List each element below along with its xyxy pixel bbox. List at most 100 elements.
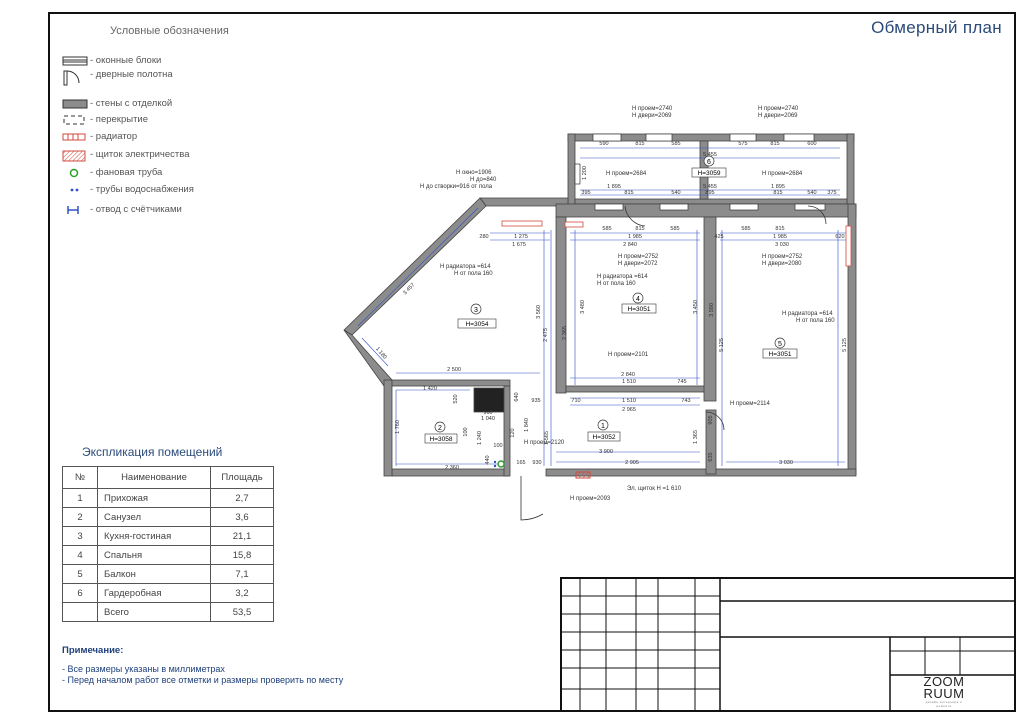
room-number	[62, 602, 98, 622]
pipes	[493, 460, 505, 468]
svg-text:Н проем=2752: Н проем=2752	[762, 254, 803, 260]
svg-text:575: 575	[738, 141, 747, 147]
room-number: 1	[62, 488, 98, 508]
svg-text:1 565: 1 565	[544, 431, 550, 445]
room-name: Кухня-гостиная	[97, 526, 211, 546]
svg-text:H=3058: H=3058	[430, 436, 453, 443]
svg-text:3: 3	[474, 307, 478, 314]
room-area: 3,2	[210, 583, 274, 603]
svg-text:585: 585	[602, 226, 611, 232]
table-header-row: № Наименование Площадь	[62, 466, 274, 489]
svg-text:Н радиатора =614: Н радиатора =614	[782, 311, 833, 317]
svg-text:3 560: 3 560	[536, 305, 542, 319]
svg-text:Н двери=2069: Н двери=2069	[632, 113, 672, 119]
svg-text:815: 815	[773, 190, 782, 196]
svg-text:2 840: 2 840	[621, 372, 635, 378]
svg-text:2 475: 2 475	[543, 328, 549, 342]
svg-text:Н двери=2080: Н двери=2080	[762, 261, 802, 267]
legend-label: - трубы водоснабжения	[90, 184, 194, 195]
svg-text:1 840: 1 840	[524, 418, 530, 432]
note-title: Примечание:	[62, 645, 124, 656]
svg-text:120: 120	[510, 428, 516, 437]
radiator-icon	[62, 132, 86, 141]
svg-text:1 760: 1 760	[395, 420, 401, 434]
logo-line2: RUUM	[923, 686, 965, 701]
svg-text:960: 960	[483, 410, 492, 416]
logo-line1: ZOOM	[923, 674, 965, 689]
legend-label: - перекрытие	[90, 114, 149, 125]
svg-text:Н радиатора =614: Н радиатора =614	[597, 274, 648, 280]
wall-icon	[62, 99, 88, 109]
radiators	[501, 220, 852, 267]
plan-title: Обмерный план	[871, 18, 1002, 37]
svg-text:H=3051: H=3051	[769, 351, 792, 358]
svg-text:Н окно=1906: Н окно=1906	[456, 170, 492, 176]
room-marker: 1 H=3052	[587, 419, 621, 442]
svg-text:280: 280	[479, 234, 488, 240]
note-line: - Перед началом работ все отметки и разм…	[62, 675, 344, 685]
room-area: 21,1	[210, 526, 274, 546]
svg-text:585: 585	[741, 226, 750, 232]
svg-text:815: 815	[770, 141, 779, 147]
svg-text:Н от пола 160: Н от пола 160	[796, 318, 835, 324]
legend-item-electric-panel: - щиток электричества	[62, 149, 190, 162]
svg-text:440: 440	[485, 455, 491, 464]
room-name: Спальня	[97, 545, 211, 565]
room-number: 3	[62, 526, 98, 546]
room-name: Прихожая	[97, 488, 211, 508]
svg-text:H=3051: H=3051	[628, 306, 651, 313]
legend-label: - фановая труба	[90, 167, 163, 178]
water-pipe-icon	[62, 185, 84, 194]
windows	[574, 133, 826, 211]
legend-item-ceiling: - перекрытие	[62, 114, 148, 125]
svg-text:2 500: 2 500	[447, 367, 461, 373]
svg-text:165: 165	[516, 460, 525, 466]
legend-label: - дверные полотна	[90, 69, 173, 80]
svg-text:Н проем=2740: Н проем=2740	[758, 106, 799, 112]
svg-text:Н проем=2740: Н проем=2740	[632, 106, 673, 112]
svg-text:Н проем=2093: Н проем=2093	[570, 496, 611, 502]
svg-text:1 895: 1 895	[607, 184, 621, 190]
room-number: 5	[62, 564, 98, 584]
svg-text:Н двери=2069: Н двери=2069	[758, 113, 798, 119]
doors	[520, 205, 827, 521]
svg-text:3 900: 3 900	[599, 449, 613, 455]
svg-text:H=3059: H=3059	[698, 170, 721, 177]
room-area: 2,7	[210, 488, 274, 508]
svg-text:Н от пола 160: Н от пола 160	[597, 281, 636, 287]
legend-label: - стены с отделкой	[90, 98, 173, 109]
svg-text:4: 4	[636, 296, 640, 303]
svg-text:100: 100	[463, 427, 469, 436]
svg-text:5: 5	[778, 341, 782, 348]
svg-text:3 030: 3 030	[779, 460, 793, 466]
room-marker: 3 H=3054	[457, 303, 497, 329]
svg-text:635: 635	[708, 452, 714, 461]
svg-text:Н проем=2114: Н проем=2114	[730, 401, 770, 407]
svg-text:600: 600	[807, 141, 816, 147]
room-marker: 4 H=3051	[621, 292, 657, 314]
svg-text:5 125: 5 125	[842, 338, 848, 352]
svg-text:520: 520	[453, 394, 459, 403]
svg-text:1 675: 1 675	[512, 242, 526, 248]
room-marker: 2 H=3058	[424, 421, 458, 444]
svg-text:H=3054: H=3054	[466, 321, 489, 328]
room-number: 4	[62, 545, 98, 565]
svg-text:640: 640	[514, 392, 520, 401]
svg-text:3 030: 3 030	[775, 242, 789, 248]
explication-title: Экспликация помещений	[82, 445, 223, 459]
legend-item-wall: - стены с отделкой	[62, 98, 172, 109]
column-header: Наименование	[97, 466, 211, 489]
svg-text:Н проем=2684: Н проем=2684	[762, 171, 803, 177]
legend-label: - щиток электричества	[90, 149, 190, 160]
svg-text:5 455: 5 455	[703, 152, 717, 158]
svg-text:1 040: 1 040	[481, 416, 495, 422]
table-row: 3 Кухня-гостиная 21,1	[62, 526, 274, 546]
svg-text:3 450: 3 450	[693, 300, 699, 314]
svg-text:425: 425	[714, 234, 723, 240]
svg-text:895: 895	[705, 190, 714, 196]
room-name: Всего	[97, 602, 211, 622]
svg-text:H=3052: H=3052	[593, 434, 616, 441]
electric-panel	[575, 471, 591, 479]
svg-text:815: 815	[775, 226, 784, 232]
room-area: 3,6	[210, 507, 274, 527]
